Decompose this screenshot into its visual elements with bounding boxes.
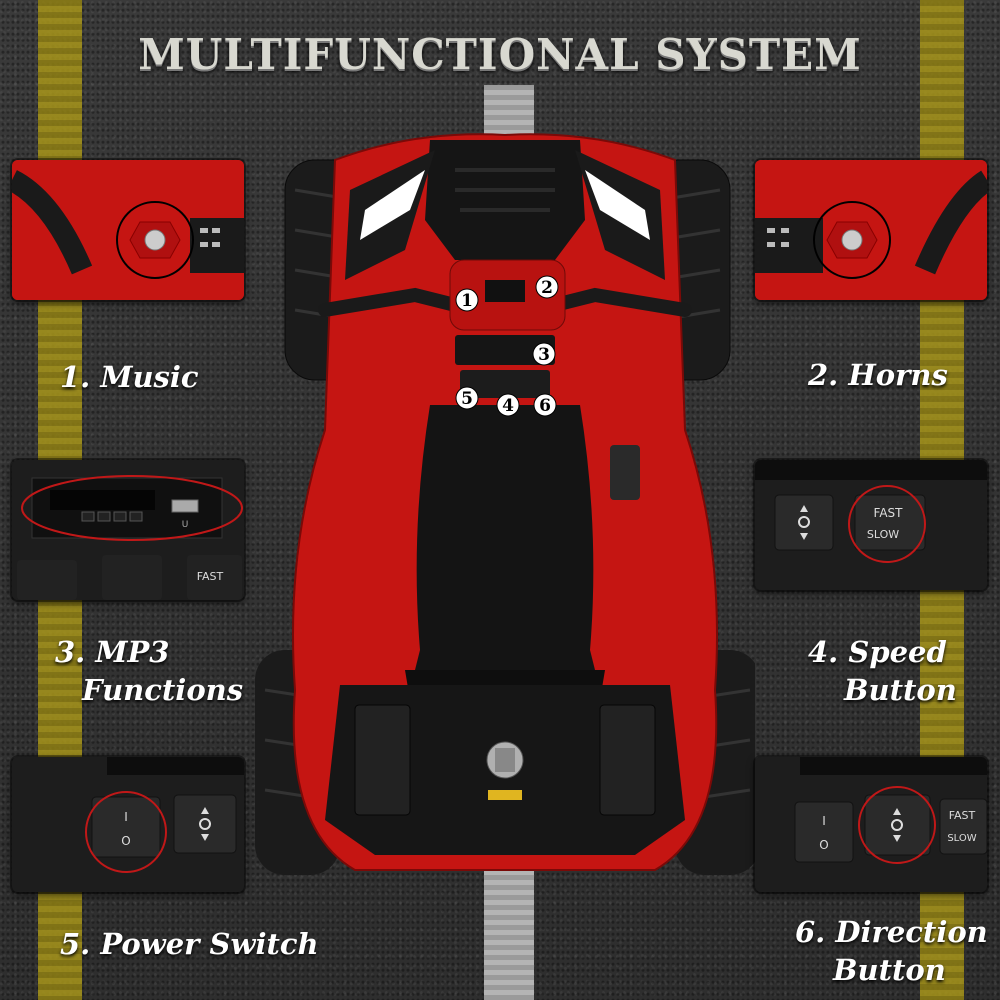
power-on-text: I bbox=[124, 810, 128, 824]
label-speed-line2: Button bbox=[844, 673, 957, 707]
label-horns: 2. Horns bbox=[808, 358, 948, 392]
label-direction-line1: 6. Direction bbox=[795, 915, 988, 949]
dir-on-text: I bbox=[822, 814, 826, 828]
marker-5-text: 5 bbox=[461, 389, 473, 409]
marker-6 bbox=[533, 393, 557, 417]
marker-2-text: 2 bbox=[541, 278, 553, 298]
page-title: MULTIFUNCTIONAL SYSTEM bbox=[138, 30, 862, 79]
marker-2 bbox=[535, 275, 559, 299]
label-speed: 4. Speed Button bbox=[808, 633, 957, 709]
usb-mark: U bbox=[182, 520, 189, 530]
music-photo bbox=[12, 160, 244, 300]
label-power: 5. Power Switch bbox=[60, 927, 319, 961]
mp3-photo: U FAST bbox=[12, 460, 244, 600]
label-mp3: 3. MP3 Functions bbox=[55, 633, 243, 709]
label-mp3-line1: 3. MP3 bbox=[55, 635, 170, 669]
marker-1-text: 1 bbox=[461, 291, 473, 311]
label-music: 1. Music bbox=[60, 360, 199, 394]
direction-photo: I O FAST SLOW bbox=[755, 757, 987, 892]
label-speed-line1: 4. Speed bbox=[808, 635, 947, 669]
horns-photo bbox=[755, 160, 987, 300]
dir-fast-text: FAST bbox=[949, 809, 976, 822]
power-photo: I O bbox=[12, 757, 244, 892]
marker-4 bbox=[496, 393, 520, 417]
marker-1 bbox=[455, 288, 479, 312]
speed-fast-text: FAST bbox=[874, 506, 904, 520]
mp3-fast-text: FAST bbox=[197, 570, 224, 583]
marker-3-text: 3 bbox=[538, 345, 550, 365]
speed-slow-text: SLOW bbox=[867, 528, 899, 541]
marker-3 bbox=[532, 342, 556, 366]
marker-6-text: 6 bbox=[539, 396, 551, 416]
speed-photo: FAST SLOW bbox=[755, 460, 987, 590]
dir-slow-text: SLOW bbox=[947, 833, 976, 844]
marker-4-text: 4 bbox=[502, 396, 514, 416]
label-direction-line2: Button bbox=[833, 953, 946, 987]
power-off-text: O bbox=[121, 834, 130, 848]
atv-top-view bbox=[255, 130, 755, 890]
marker-5 bbox=[455, 386, 479, 410]
label-mp3-line2: Functions bbox=[82, 673, 244, 707]
label-direction: 6. Direction Button bbox=[795, 913, 988, 989]
dir-off-text: O bbox=[819, 838, 828, 852]
seat bbox=[415, 405, 595, 670]
